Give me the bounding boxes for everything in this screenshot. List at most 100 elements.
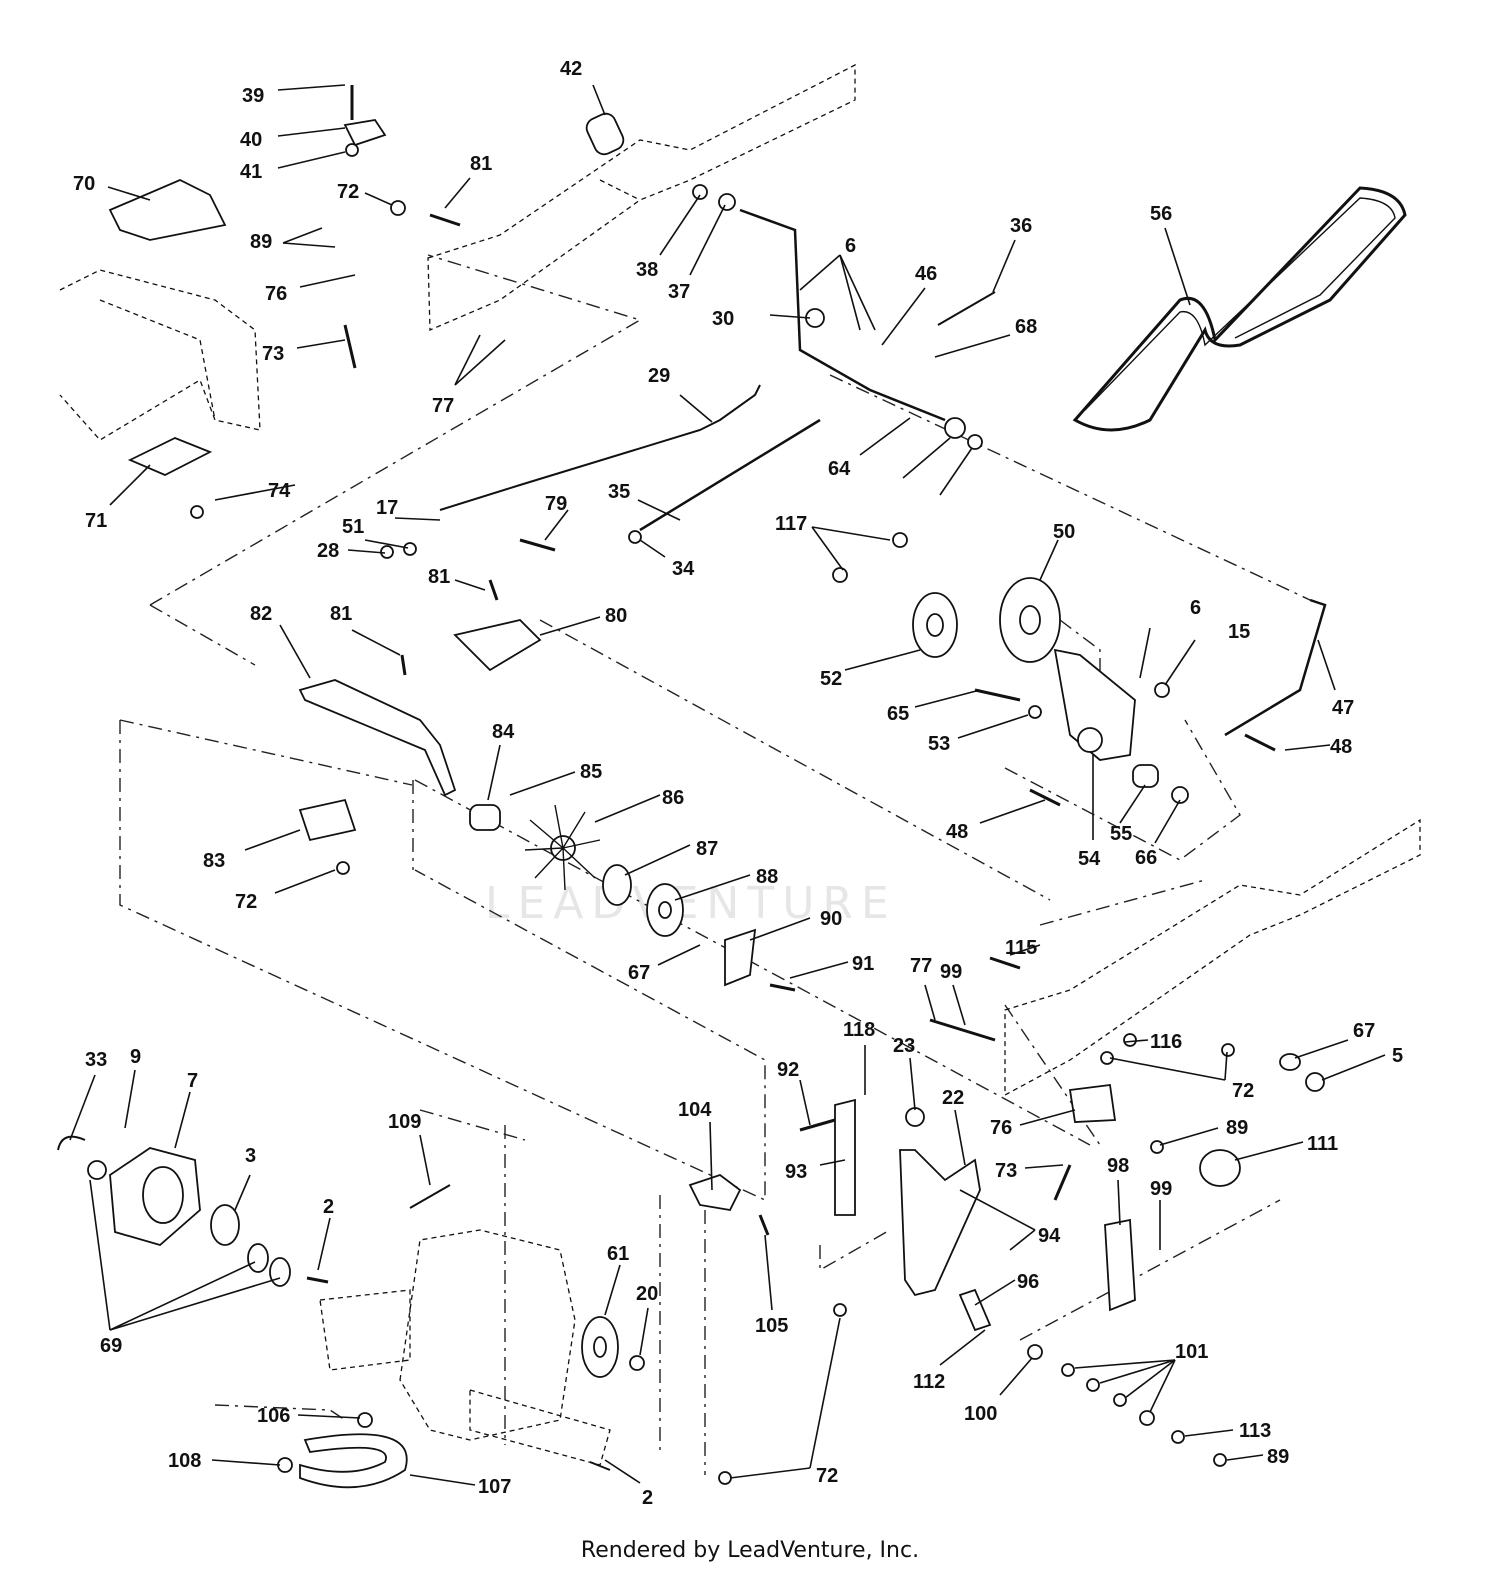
callout-label[interactable]: 42 — [560, 58, 582, 80]
callout-label[interactable]: 33 — [85, 1049, 107, 1071]
callout-label[interactable]: 76 — [265, 283, 287, 305]
callout-label[interactable]: 53 — [928, 733, 950, 755]
callout-label[interactable]: 81 — [470, 153, 492, 175]
callout-label[interactable]: 76 — [990, 1117, 1012, 1139]
callout-label[interactable]: 89 — [250, 231, 272, 253]
callout-label[interactable]: 23 — [893, 1035, 915, 1057]
callout-label[interactable]: 81 — [330, 603, 352, 625]
callout-label[interactable]: 2 — [323, 1196, 334, 1218]
callout-label[interactable]: 92 — [777, 1059, 799, 1081]
callout-label[interactable]: 72 — [235, 891, 257, 913]
callout-label[interactable]: 48 — [946, 821, 968, 843]
callout-label[interactable]: 71 — [85, 510, 107, 532]
callout-label[interactable]: 29 — [648, 365, 670, 387]
callout-label[interactable]: 72 — [1232, 1080, 1254, 1102]
callout-label[interactable]: 85 — [580, 761, 602, 783]
callout-label[interactable]: 90 — [820, 908, 842, 930]
callout-label[interactable]: 72 — [337, 181, 359, 203]
callout-label[interactable]: 52 — [820, 668, 842, 690]
callout-label[interactable]: 82 — [250, 603, 272, 625]
callout-label[interactable]: 51 — [342, 516, 364, 538]
callout-label[interactable]: 113 — [1239, 1420, 1271, 1442]
callout-label[interactable]: 77 — [432, 395, 454, 417]
callout-label[interactable]: 86 — [662, 787, 684, 809]
callout-label[interactable]: 109 — [388, 1111, 421, 1133]
callout-label[interactable]: 64 — [828, 458, 851, 480]
callout-label[interactable]: 3 — [245, 1145, 256, 1167]
callout-label[interactable]: 70 — [73, 173, 95, 195]
callout-label[interactable]: 118 — [843, 1019, 875, 1041]
callout-label[interactable]: 54 — [1078, 848, 1101, 870]
cooling-fan — [524, 804, 601, 891]
callout-label[interactable]: 117 — [775, 513, 807, 535]
callout-label[interactable]: 56 — [1150, 203, 1172, 225]
callout-label[interactable]: 115 — [1005, 937, 1037, 959]
callout-label[interactable]: 69 — [100, 1335, 122, 1357]
callout-label[interactable]: 73 — [995, 1160, 1017, 1182]
callout-label[interactable]: 116 — [1150, 1031, 1182, 1053]
callout-label[interactable]: 98 — [1107, 1155, 1129, 1177]
callout-label[interactable]: 34 — [672, 558, 695, 580]
callout-label[interactable]: 73 — [262, 343, 284, 365]
callout-label[interactable]: 106 — [257, 1405, 290, 1427]
callout-label[interactable]: 111 — [1307, 1133, 1338, 1155]
callout-label[interactable]: 107 — [478, 1476, 511, 1498]
callout-label[interactable]: 94 — [1038, 1225, 1061, 1247]
callout-label[interactable]: 39 — [242, 85, 264, 107]
callout-labels: 39 40 41 42 70 81 72 89 76 73 77 38 37 6… — [73, 58, 1403, 1509]
lower-frame-rail — [1004, 818, 1421, 1097]
callout-label[interactable]: 35 — [608, 481, 630, 503]
callout-label[interactable]: 6 — [1190, 597, 1201, 619]
callout-label[interactable]: 2 — [642, 1487, 653, 1509]
callout-label[interactable]: 30 — [712, 308, 734, 330]
callout-label[interactable]: 91 — [852, 953, 874, 975]
callout-label[interactable]: 93 — [785, 1161, 807, 1183]
callout-label[interactable]: 74 — [268, 480, 291, 502]
callout-label[interactable]: 7 — [187, 1070, 198, 1092]
callout-label[interactable]: 6 — [845, 235, 856, 257]
callout-label[interactable]: 50 — [1053, 521, 1075, 543]
callout-label[interactable]: 15 — [1228, 621, 1250, 643]
callout-label[interactable]: 105 — [755, 1315, 788, 1337]
callout-label[interactable]: 66 — [1135, 847, 1157, 869]
callout-label[interactable]: 96 — [1017, 1271, 1039, 1293]
callout-label[interactable]: 67 — [1353, 1020, 1375, 1042]
callout-label[interactable]: 83 — [203, 850, 225, 872]
callout-label[interactable]: 79 — [545, 493, 567, 515]
callout-label[interactable]: 55 — [1110, 823, 1132, 845]
callout-label[interactable]: 72 — [816, 1465, 838, 1487]
callout-label[interactable]: 61 — [607, 1243, 629, 1265]
callout-label[interactable]: 17 — [376, 497, 398, 519]
callout-label[interactable]: 104 — [678, 1099, 712, 1121]
callout-label[interactable]: 5 — [1392, 1045, 1403, 1067]
callout-label[interactable]: 77 — [910, 955, 932, 977]
callout-label[interactable]: 100 — [964, 1403, 997, 1425]
callout-label[interactable]: 37 — [668, 281, 690, 303]
callout-label[interactable]: 65 — [887, 703, 909, 725]
callout-label[interactable]: 88 — [756, 866, 778, 888]
callout-label[interactable]: 40 — [240, 129, 262, 151]
callout-label[interactable]: 47 — [1332, 697, 1354, 719]
callout-label[interactable]: 36 — [1010, 215, 1032, 237]
callout-label[interactable]: 99 — [1150, 1178, 1172, 1200]
callout-label[interactable]: 89 — [1267, 1446, 1289, 1468]
callout-label[interactable]: 20 — [636, 1283, 658, 1305]
callout-label[interactable]: 28 — [317, 540, 339, 562]
callout-label[interactable]: 101 — [1175, 1341, 1208, 1363]
callout-label[interactable]: 68 — [1015, 316, 1037, 338]
callout-label[interactable]: 48 — [1330, 736, 1352, 758]
callout-label[interactable]: 67 — [628, 962, 650, 984]
callout-label[interactable]: 46 — [915, 263, 937, 285]
callout-label[interactable]: 108 — [168, 1450, 201, 1472]
callout-label[interactable]: 81 — [428, 566, 450, 588]
callout-label[interactable]: 9 — [130, 1046, 141, 1068]
callout-label[interactable]: 38 — [636, 259, 658, 281]
callout-label[interactable]: 89 — [1226, 1117, 1248, 1139]
callout-label[interactable]: 41 — [240, 161, 262, 183]
callout-label[interactable]: 84 — [492, 721, 515, 743]
callout-label[interactable]: 80 — [605, 605, 627, 627]
callout-label[interactable]: 22 — [942, 1087, 964, 1109]
callout-label[interactable]: 99 — [940, 961, 962, 983]
callout-label[interactable]: 112 — [913, 1371, 945, 1393]
callout-label[interactable]: 87 — [696, 838, 718, 860]
